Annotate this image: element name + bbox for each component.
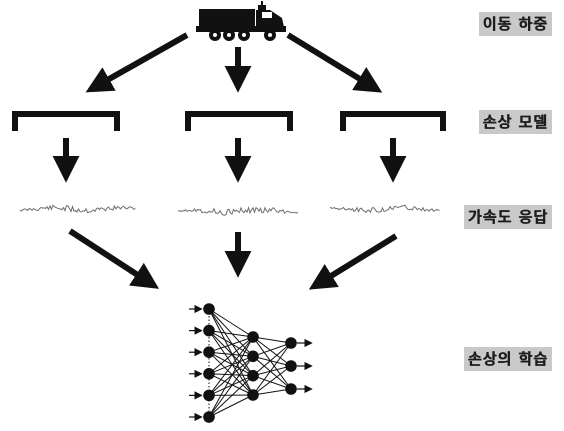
neural-network-icon: [189, 303, 311, 423]
nn-node: [247, 389, 259, 401]
nn-node: [203, 368, 215, 380]
nn-node: [203, 390, 215, 402]
acceleration-signal-center: [178, 208, 298, 216]
acceleration-signal-right: [330, 205, 440, 212]
arrow-signal-left: [70, 231, 150, 283]
beam-model-right: [343, 114, 443, 131]
nn-connection: [209, 376, 253, 417]
nn-node: [203, 346, 215, 358]
nn-node: [203, 303, 215, 315]
nn-node: [247, 370, 259, 382]
arrow-signal-right: [318, 236, 396, 284]
label-moving-load: 이동 하중: [479, 12, 552, 36]
nn-node: [285, 383, 297, 395]
nn-node: [285, 360, 297, 372]
beam-model-left: [15, 114, 117, 131]
nn-node: [285, 337, 297, 349]
label-damage-model: 손상 모델: [479, 110, 552, 134]
truck-icon: [196, 1, 286, 41]
nn-node: [203, 325, 215, 337]
nn-connection: [209, 331, 253, 337]
acceleration-signal-left: [20, 205, 136, 212]
beam-model-center: [188, 114, 290, 131]
arrow-truck-left: [95, 35, 187, 87]
arrow-truck-right: [288, 35, 373, 87]
nn-node: [247, 351, 259, 363]
label-acceleration-response: 가속도 응답: [464, 205, 552, 229]
nn-node: [247, 331, 259, 343]
label-damage-learning: 손상의 학습: [464, 347, 552, 371]
nn-node: [203, 411, 215, 423]
